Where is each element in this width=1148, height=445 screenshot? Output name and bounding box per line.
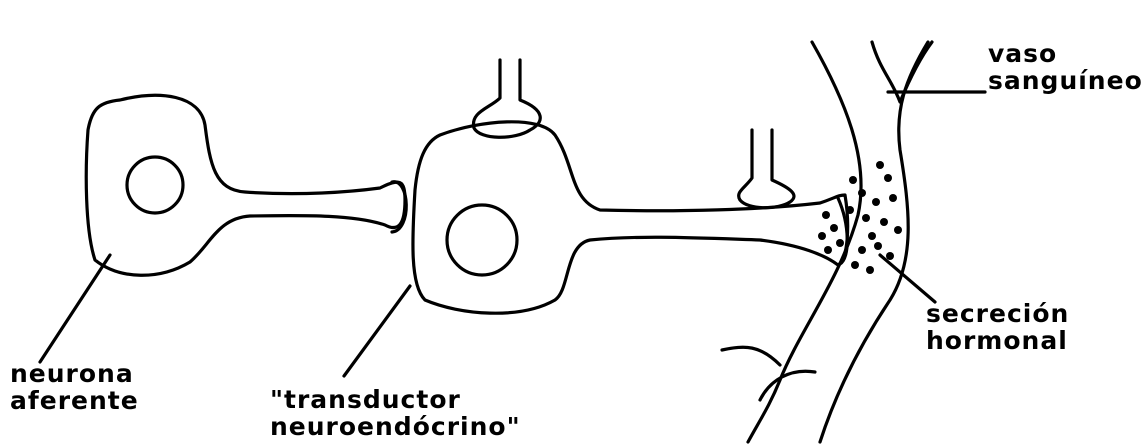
label-afferent-line-1: neurona [10,360,139,387]
blood-vessel-branch-bottom [722,347,815,400]
afferent-nucleus [127,157,183,213]
afferent-neuron-outline [86,95,405,275]
label-transducer-line-2: neuroendócrino" [270,413,521,440]
label-vessel-line-2: sanguíneo [988,67,1143,94]
label-vessel-line-1: vaso [988,40,1143,67]
label-transducer: "transductor neuroendócrino" [270,386,521,440]
label-secretion-line-2: hormonal [926,327,1069,354]
label-transducer-line-1: "transductor [270,386,521,413]
label-blood-vessel: vaso sanguíneo [988,40,1143,94]
label-afferent-line-2: aferente [10,387,139,414]
presynaptic-terminal-axon [739,130,794,208]
label-secretion-line-1: secreción [926,300,1069,327]
transducer-nucleus [447,205,517,275]
leader-transducer [344,286,410,376]
label-afferent-neuron: neurona aferente [10,360,139,414]
leader-secretion [880,255,935,302]
label-hormone-secretion: secreción hormonal [926,300,1069,354]
presynaptic-terminal-top [473,60,540,137]
transducer-neuron-outline [413,122,848,313]
leader-afferent [40,255,110,362]
